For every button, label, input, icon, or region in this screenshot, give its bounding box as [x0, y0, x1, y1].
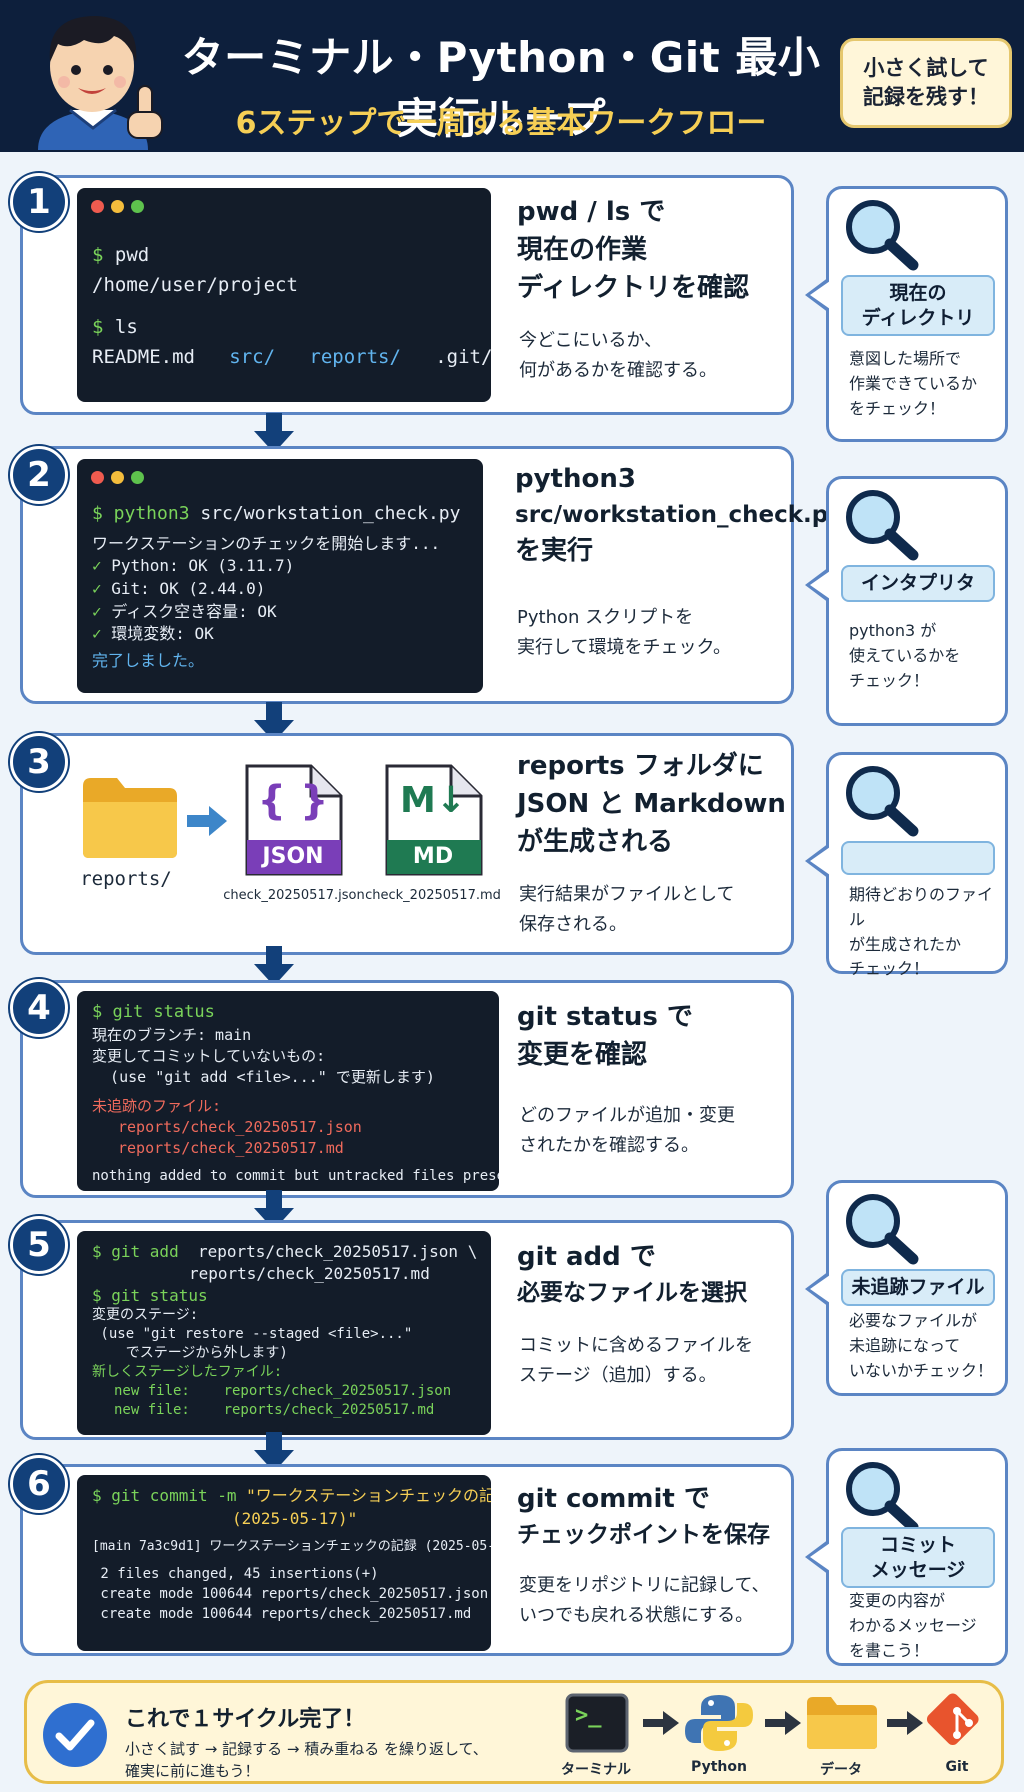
step-title: git commit で チェックポイントを保存	[517, 1484, 770, 1548]
workflow-icons: >_ ターミナル Python データ Git	[531, 1689, 1001, 1785]
note-untracked-files: 未追跡ファイル 必要なファイルが 未追跡になって いないかチェック！	[805, 1180, 1008, 1396]
arrow-right-icon	[765, 1711, 801, 1735]
note-generated-files: 期待どおりのファイル が生成されたか チェック！	[805, 752, 1008, 978]
window-controls	[91, 200, 144, 213]
step-card-1: $ pwd /home/user/project $ ls README.md …	[20, 175, 794, 415]
step-description: コミットに含めるファイルを ステージ（追加）する。	[519, 1335, 753, 1386]
arrow-right-icon	[887, 1711, 923, 1735]
terminal-icon	[565, 1693, 629, 1753]
step-title: git add で 必要なファイルを選択	[517, 1242, 747, 1306]
markdown-file-icon	[385, 764, 483, 876]
boy-avatar-icon	[38, 16, 163, 150]
step-card-6: $ git commit -m "ワークステーションチェックの記録 (2025-…	[20, 1464, 794, 1656]
step-card-4: $ git status 現在のブランチ: main 変更してコミットしていない…	[20, 980, 794, 1198]
step-number-6: 6	[10, 1455, 68, 1513]
step-card-2: $ python3 src/workstation_check.py ワークステ…	[20, 446, 843, 704]
step-description: どのファイルが追加・変更 されたかを確認する。	[519, 1105, 735, 1156]
down-arrow-icon	[254, 1190, 294, 1230]
terminal-window: $ pwd /home/user/project $ ls README.md …	[77, 188, 491, 402]
close-dot-icon	[91, 200, 104, 213]
page-subtitle: 6ステップで一周する基本ワークフロー	[235, 106, 767, 141]
step-description: 今どこにいるか、 何があるかを確認する。	[519, 330, 717, 381]
magnifier-icon	[846, 1194, 919, 1265]
step-title: reports フォルダに JSON と Markdown が生成される	[517, 751, 786, 857]
step-title: pwd / ls で 現在の作業 ディレクトリを確認	[517, 197, 750, 303]
footer-text: 小さく試す → 記録する → 積み重ねる を繰り返して、 確実に前に進もう！	[125, 1740, 488, 1780]
step-card-5: $ git add reports/check_20250517.json \ …	[20, 1220, 794, 1440]
footer-summary: これで１サイクル完了！ 小さく試す → 記録する → 積み重ねる を繰り返して、…	[24, 1680, 1004, 1784]
folder-label: reports/	[80, 868, 172, 890]
folder-icon	[83, 778, 177, 858]
json-file-name: check_20250517.json	[223, 888, 365, 903]
check-icon: ✓	[92, 578, 112, 598]
step-title: git status で 変更を確認	[517, 1002, 693, 1070]
json-file-icon	[245, 764, 343, 876]
note-interpreter: インタプリタ python3 が 使えているかを チェック！	[805, 476, 1008, 726]
markdown-badge: MD	[412, 844, 454, 869]
step-title: python3 src/workstation_check.py を実行	[515, 464, 844, 566]
terminal-window: $ git status 現在のブランチ: main 変更してコミットしていない…	[77, 991, 499, 1191]
step-number-2: 2	[10, 446, 68, 504]
terminal-window: $ git add reports/check_20250517.json \ …	[77, 1231, 491, 1435]
terminal-window: $ git commit -m "ワークステーションチェックの記録 (2025-…	[77, 1475, 491, 1651]
folder-icon	[807, 1697, 877, 1749]
step-number-1: 1	[10, 173, 68, 231]
magnifier-icon	[846, 200, 919, 271]
magnifier-icon	[846, 490, 919, 561]
maximize-dot-icon	[131, 200, 144, 213]
markdown-glyph: M↓	[400, 780, 466, 821]
step-number-5: 5	[10, 1216, 68, 1274]
arrow-right-icon	[643, 1711, 679, 1735]
minimize-dot-icon	[111, 200, 124, 213]
step-number-4: 4	[10, 979, 68, 1037]
magnifier-icon	[846, 1462, 919, 1533]
json-badge: JSON	[262, 844, 324, 869]
step-number-3: 3	[10, 733, 68, 791]
git-logo-icon	[926, 1693, 979, 1746]
terminal-glyph: >_	[575, 1703, 602, 1728]
terminal-window: $ python3 src/workstation_check.py ワークステ…	[77, 459, 483, 693]
maximize-dot-icon	[131, 471, 144, 484]
check-icon: ✓	[92, 556, 112, 576]
check-icon: ✓	[92, 601, 112, 621]
markdown-file-name: check_20250517.md	[365, 888, 501, 903]
step-description: Python スクリプトを 実行して環境をチェック。	[517, 607, 732, 658]
header-badge: 小さく試して 記録を残す！	[840, 38, 1012, 128]
note-current-directory: 現在の ディレクトリ 意図した場所で 作業できているか をチェック！	[805, 186, 1008, 442]
down-arrow-icon	[254, 702, 294, 742]
magnifier-icon	[846, 766, 919, 837]
arrow-right-icon	[187, 806, 227, 836]
step-description: 変更をリポジトリに記録して、 いつでも戻れる状態にする。	[519, 1575, 770, 1626]
note-commit-message: コミット メッセージ 変更の内容が わかるメッセージ を書こう！	[805, 1448, 1008, 1666]
footer-title: これで１サイクル完了！	[125, 1707, 366, 1732]
step-description: 実行結果がファイルとして 保存される。	[519, 884, 735, 935]
minimize-dot-icon	[111, 471, 124, 484]
checkmark-circle-icon	[43, 1703, 107, 1767]
check-icon: ✓	[92, 624, 112, 644]
window-controls	[91, 471, 144, 484]
header: ターミナル・Python・Git 最小実行ループ 6ステップで一周する基本ワーク…	[0, 0, 1024, 152]
close-dot-icon	[91, 471, 104, 484]
down-arrow-icon	[254, 1432, 294, 1472]
python-logo-icon	[685, 1695, 753, 1751]
down-arrow-icon	[254, 413, 294, 453]
page-title: ターミナル・Python・Git 最小実行ループ	[181, 33, 821, 143]
down-arrow-icon	[254, 946, 294, 986]
step-card-3: reports/ { } JSON check_20250517.json M↓…	[20, 733, 794, 955]
json-braces: { }	[257, 778, 329, 824]
